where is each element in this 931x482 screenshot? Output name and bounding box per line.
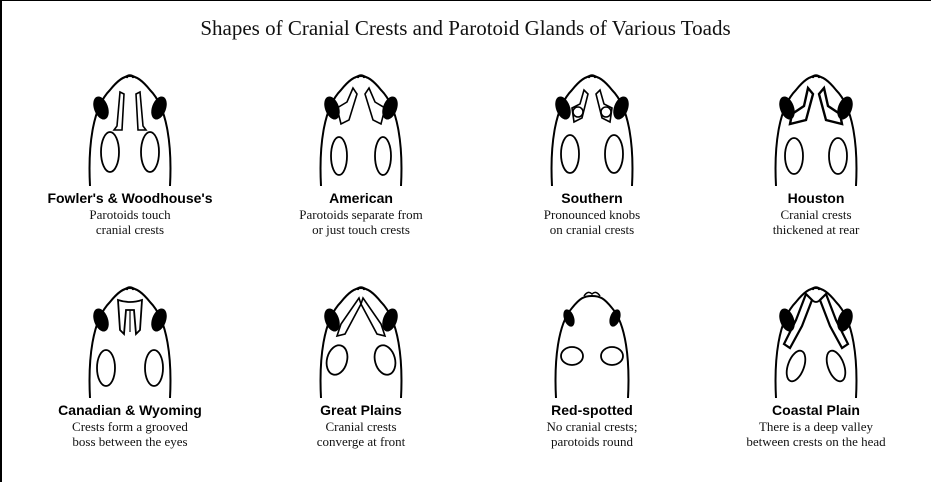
toad-name: Fowler's & Woodhouse's xyxy=(14,190,246,207)
toad-description: Parotoids separate from or just touch cr… xyxy=(245,207,477,237)
toad-name: Canadian & Wyoming xyxy=(14,402,246,419)
toad-name: Red-spotted xyxy=(476,402,708,419)
toad-description: There is a deep valley between crests on… xyxy=(700,419,931,449)
american-toad-head-icon xyxy=(301,68,421,188)
houston-toad-head-icon xyxy=(756,68,876,188)
toad-description: Cranial crests thickened at rear xyxy=(700,207,931,237)
toad-description: Cranial crests converge at front xyxy=(245,419,477,449)
top-border xyxy=(0,0,931,2)
toad-name: Coastal Plain xyxy=(700,402,931,419)
toad-cell-american: American Parotoids separate from or just… xyxy=(245,68,477,237)
southern-toad-head-icon xyxy=(532,68,652,188)
toad-cell-canadian-wyoming: Canadian & Wyoming Crests form a grooved… xyxy=(14,280,246,449)
fowlers-woodhouses-toad-head-icon xyxy=(70,68,190,188)
toad-cell-fowlers-woodhouses: Fowler's & Woodhouse's Parotoids touch c… xyxy=(14,68,246,237)
figure-title: Shapes of Cranial Crests and Parotoid Gl… xyxy=(0,16,931,41)
toad-description: Pronounced knobs on cranial crests xyxy=(476,207,708,237)
toad-name: American xyxy=(245,190,477,207)
toad-cell-great-plains: Great Plains Cranial crests converge at … xyxy=(245,280,477,449)
toad-cell-coastal-plain: Coastal Plain There is a deep valley bet… xyxy=(700,280,931,449)
canadian-wyoming-toad-head-icon xyxy=(70,280,190,400)
toad-name: Southern xyxy=(476,190,708,207)
red-spotted-toad-head-icon xyxy=(532,280,652,400)
toad-name: Houston xyxy=(700,190,931,207)
toad-cell-red-spotted: Red-spotted No cranial crests; parotoids… xyxy=(476,280,708,449)
toad-name: Great Plains xyxy=(245,402,477,419)
coastal-plain-toad-head-icon xyxy=(756,280,876,400)
toad-description: Crests form a grooved boss between the e… xyxy=(14,419,246,449)
toad-cell-southern: Southern Pronounced knobs on cranial cre… xyxy=(476,68,708,237)
toad-description: No cranial crests; parotoids round xyxy=(476,419,708,449)
toad-cell-houston: Houston Cranial crests thickened at rear xyxy=(700,68,931,237)
toad-description: Parotoids touch cranial crests xyxy=(14,207,246,237)
great-plains-toad-head-icon xyxy=(301,280,421,400)
